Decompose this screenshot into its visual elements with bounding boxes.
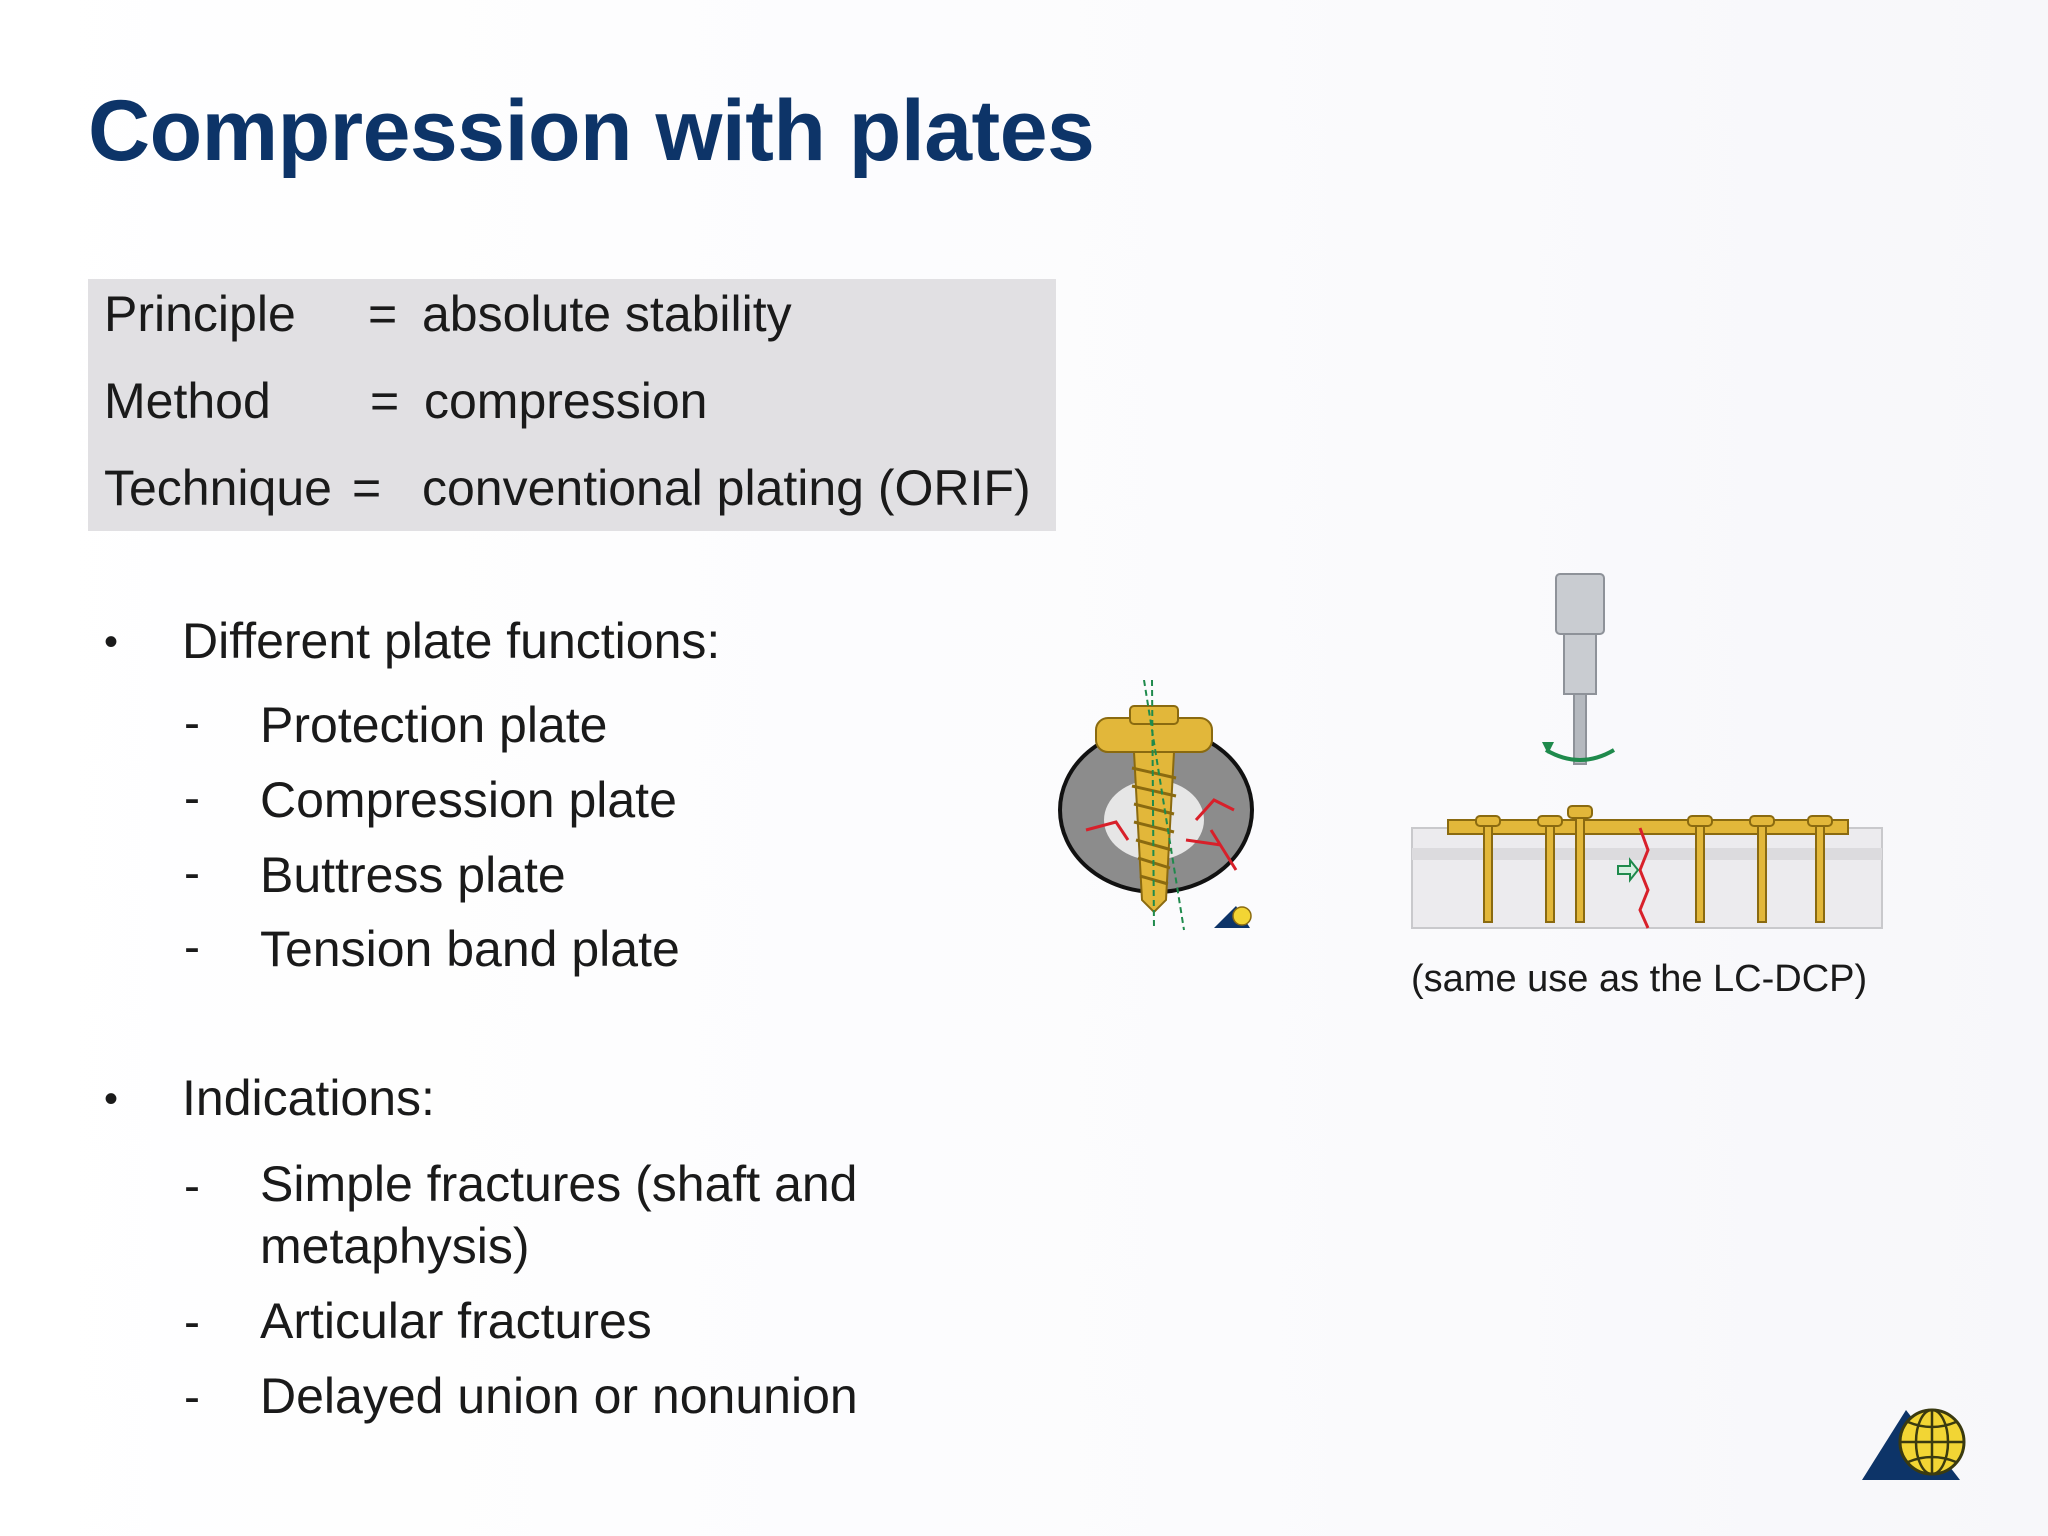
technique-equals: = bbox=[352, 460, 382, 516]
compression-plate-illustration bbox=[1411, 573, 1883, 929]
plate-caption: (same use as the LC-DCP) bbox=[1411, 958, 1868, 1000]
lag-screw-illustration bbox=[1058, 680, 1254, 931]
principle-box: Principle = absolute stability Method = … bbox=[88, 279, 1056, 531]
list-item-buttress-plate: Buttress plate bbox=[260, 847, 566, 903]
principle-label: Principle bbox=[104, 286, 296, 342]
bullet-dot: • bbox=[104, 620, 119, 664]
dash: - bbox=[184, 1371, 200, 1424]
dash: - bbox=[184, 697, 200, 750]
ao-logo bbox=[1862, 1408, 1966, 1480]
list-item-tension-band-plate: Tension band plate bbox=[260, 921, 680, 977]
plate-functions-heading: Different plate functions: bbox=[182, 613, 721, 669]
dash: - bbox=[184, 1296, 200, 1349]
list-item-delayed-union: Delayed union or nonunion bbox=[260, 1368, 858, 1424]
list-item-compression-plate: Compression plate bbox=[260, 772, 677, 828]
bullet-dot: • bbox=[104, 1077, 119, 1121]
dash: - bbox=[184, 772, 200, 825]
principle-value: absolute stability bbox=[422, 286, 792, 342]
technique-value: conventional plating (ORIF) bbox=[422, 460, 1031, 516]
method-value: compression bbox=[424, 373, 708, 429]
principle-equals: = bbox=[368, 286, 398, 342]
dash: - bbox=[184, 1160, 200, 1213]
technique-label: Technique bbox=[104, 460, 332, 516]
dash: - bbox=[184, 847, 200, 900]
dash: - bbox=[184, 921, 200, 974]
list-item-articular-fractures: Articular fractures bbox=[260, 1293, 652, 1349]
list-item-simple-fractures-cont: metaphysis) bbox=[260, 1218, 530, 1274]
list-item-simple-fractures: Simple fractures (shaft and bbox=[260, 1156, 858, 1212]
list-item-protection-plate: Protection plate bbox=[260, 697, 608, 753]
slide-title: Compression with plates bbox=[88, 83, 1095, 179]
method-equals: = bbox=[370, 373, 400, 429]
indications-heading: Indications: bbox=[182, 1070, 435, 1126]
method-label: Method bbox=[104, 373, 271, 429]
